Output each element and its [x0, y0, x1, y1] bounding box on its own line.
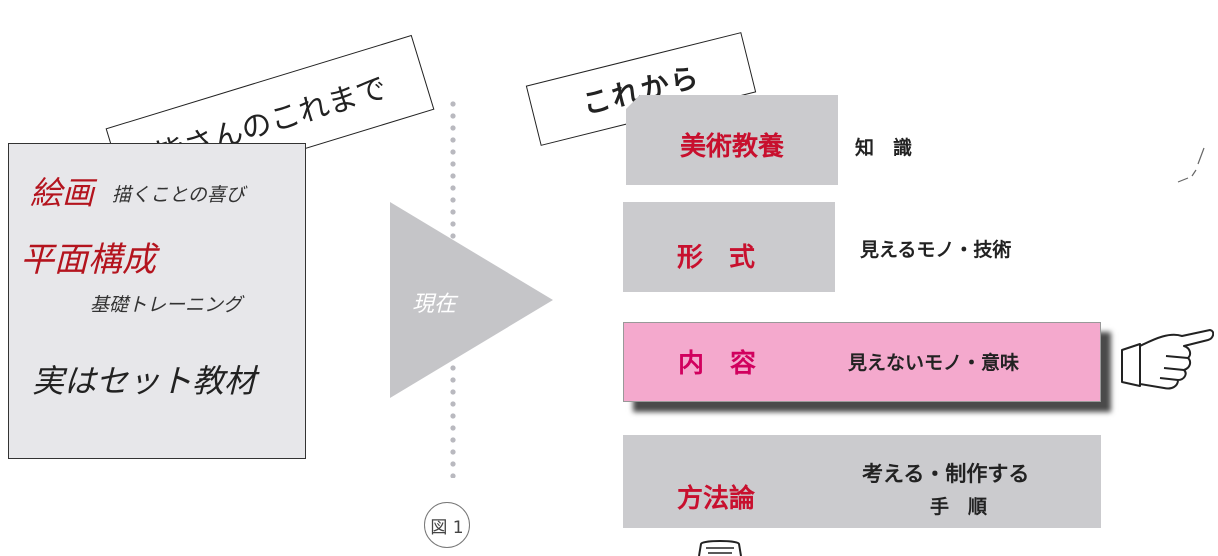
present-label: 現在 [412, 292, 457, 317]
art-culture-title: 美術教養 [680, 132, 785, 162]
visible-technique-text: 見えるモノ・技術 [860, 239, 1012, 261]
bottom-hand-icon [698, 540, 742, 556]
art-culture-box [626, 95, 838, 185]
content-box [623, 322, 1101, 402]
methodology-box [623, 435, 1101, 528]
figure-label-text: 図 1 [430, 517, 464, 538]
figure-label-badge: 図 1 [424, 502, 470, 548]
pointing-hand-icon [1121, 329, 1214, 390]
set-material-text: 実はセット教材 [32, 362, 257, 400]
think-create-text: 考える・制作する [862, 462, 1030, 486]
procedure-text: 手 順 [930, 496, 988, 518]
form-box [623, 202, 835, 292]
methodology-title: 方法論 [677, 484, 756, 514]
composition-heading: 平面構成 [20, 240, 156, 280]
past-curriculum-panel [8, 143, 306, 459]
form-title: 形 式 [677, 243, 756, 273]
decorative-marks [1177, 147, 1205, 183]
knowledge-text: 知 識 [855, 137, 913, 159]
invisible-meaning-text: 見えないモノ・意味 [848, 352, 1020, 374]
basic-training-text: 基礎トレーニング [90, 294, 243, 316]
painting-heading: 絵画 [30, 174, 95, 212]
painting-subtext: 描くことの喜び [112, 184, 245, 206]
present-arrow-icon [390, 202, 553, 398]
content-title: 内 容 [678, 349, 757, 379]
